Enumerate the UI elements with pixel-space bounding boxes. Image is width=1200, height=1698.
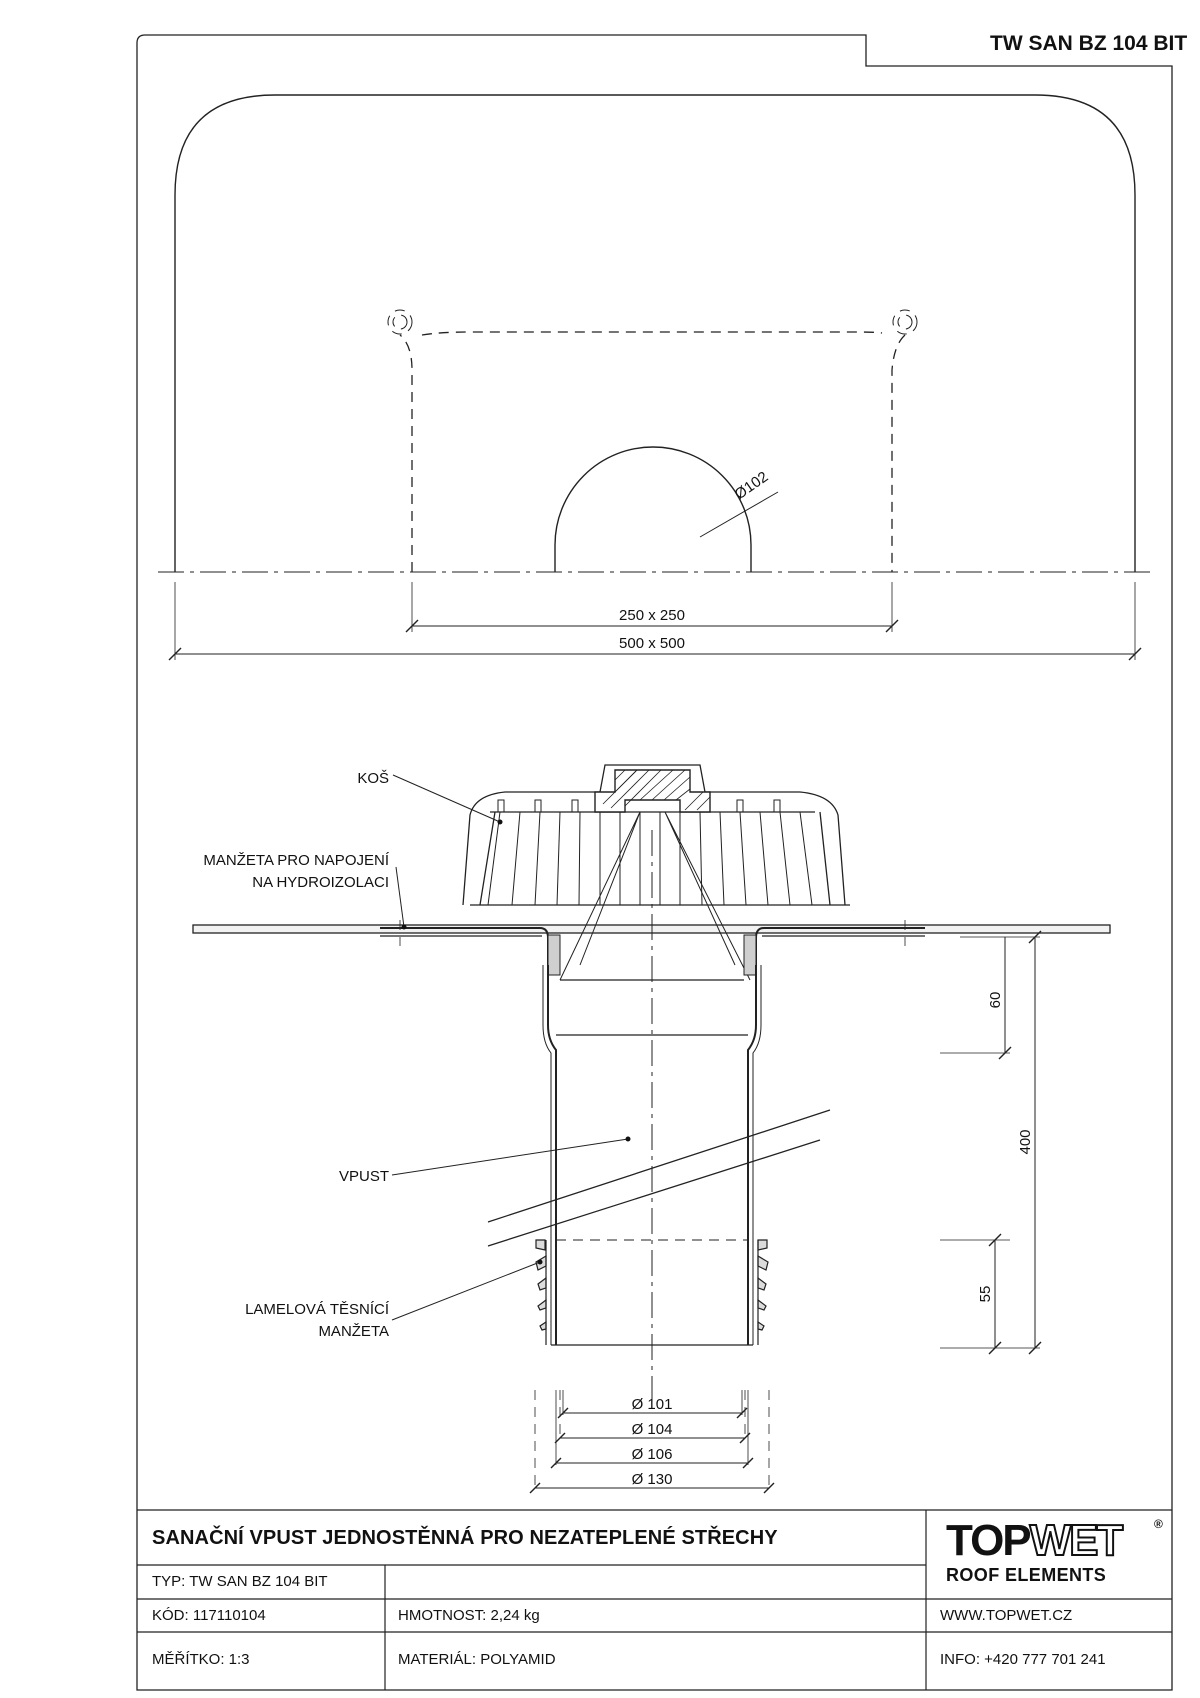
code-field: KÓD: 117110104 [152, 1607, 266, 1624]
basket-cap [594, 769, 711, 813]
drawing-frame [136, 34, 1173, 1691]
break-line [487, 1109, 831, 1247]
leader-seal [391, 1261, 541, 1321]
plan-view [158, 94, 1152, 661]
info-field: INFO: +420 777 701 241 [940, 1651, 1106, 1668]
dim-diameter-104: Ø 104 [632, 1421, 673, 1438]
outlet-pipe-right-inner [752, 965, 762, 1345]
material-field: MATERIÁL: POLYAMID [398, 1651, 556, 1668]
lamella-seal-right [757, 1239, 769, 1345]
outlet-pipe-left-inner [542, 965, 552, 1345]
dim-total-height: 400 [1017, 1129, 1034, 1154]
dim-diameter-106: Ø 106 [632, 1446, 673, 1463]
basket-top-tabs [497, 799, 781, 813]
dim-upper-height: 60 [987, 992, 1004, 1009]
label-seal-line1: LAMELOVÁ TĚSNÍCÍ [245, 1301, 390, 1318]
logo-part1: TOP [946, 1516, 1032, 1565]
outlet-pipe-right-wall [747, 965, 757, 1345]
title-block-grid [137, 1509, 1172, 1690]
drawing-title: SANAČNÍ VPUST JEDNOSTĚNNÁ PRO NEZATEPLEN… [152, 1527, 778, 1549]
type-field: TYP: TW SAN BZ 104 BIT [152, 1573, 328, 1590]
diameter-leader-line [699, 491, 779, 538]
basket-outline [462, 764, 846, 906]
dim-diameter-130: Ø 130 [632, 1471, 673, 1488]
leader-collar [395, 866, 405, 928]
fixing-hole-right-icon [892, 309, 918, 335]
outlet-pipe-left-wall [547, 965, 557, 1345]
registered-mark: ® [1154, 1517, 1163, 1531]
plan-outer-dimension: 500 x 500 [619, 635, 685, 652]
logo-subtitle: ROOF ELEMENTS [946, 1565, 1107, 1585]
plan-outer-outline [174, 94, 1136, 572]
label-seal-line2: MANŽETA [318, 1323, 389, 1340]
label-basket: KOŠ [357, 770, 389, 787]
document-code: TW SAN BZ 104 BIT [990, 32, 1188, 55]
basket-ribs [487, 811, 813, 906]
logo-wordmark: TOPWET [946, 1516, 1125, 1565]
label-collar-line1: MANŽETA PRO NAPOJENÍ [203, 852, 389, 869]
website-field: WWW.TOPWET.CZ [940, 1607, 1073, 1624]
section-view [192, 764, 1111, 1494]
lamella-seal-left [535, 1239, 547, 1345]
plan-inner-dimension: 250 x 250 [619, 607, 685, 624]
topwet-logo: TOPWET ® ROOF ELEMENTS [936, 1515, 1172, 1587]
scale-field: MĚŘÍTKO: 1:3 [152, 1651, 250, 1668]
plan-inner-dashed-outline [399, 331, 906, 572]
fixing-hole-left-icon [387, 309, 413, 335]
label-collar-line2: NA HYDROIZOLACI [252, 874, 389, 891]
dim-seal-height: 55 [977, 1286, 994, 1303]
leader-outlet [391, 1138, 629, 1176]
dim-diameter-101: Ø 101 [632, 1396, 673, 1413]
label-outlet: VPUST [339, 1168, 389, 1185]
plan-outlet-semicircle [554, 446, 752, 572]
diameter-dimensions [529, 1390, 775, 1494]
basket-cap-hatch [602, 769, 711, 811]
logo-part2: WET [1029, 1516, 1125, 1565]
weight-field: HMOTNOST: 2,24 kg [398, 1607, 540, 1624]
plan-diameter-label: Ø102 [732, 468, 772, 503]
leader-basket [392, 774, 501, 823]
basket-support-wires [559, 811, 751, 981]
